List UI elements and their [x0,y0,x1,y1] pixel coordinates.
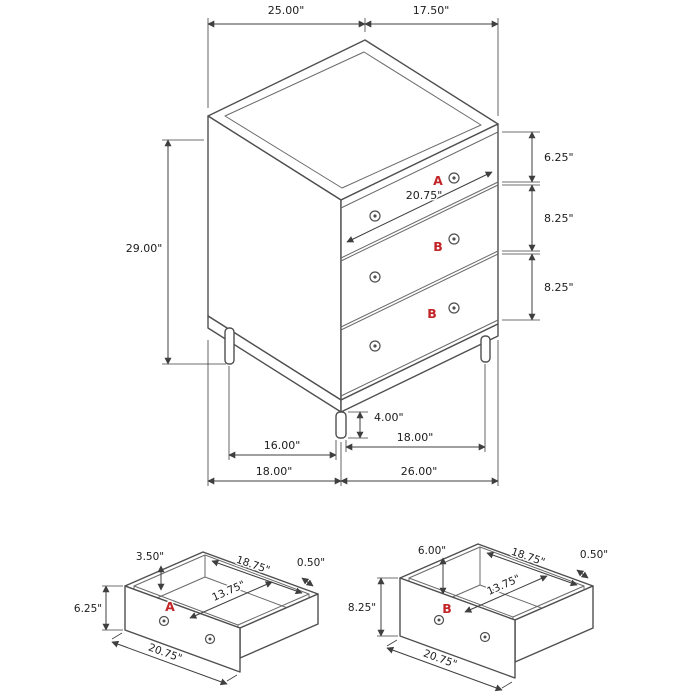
dim-a-side-height-text: 3.50" [136,551,164,563]
leg-front [335,411,347,439]
dim-drawer-a-height-text: 6.25" [544,151,574,164]
dim-b-side-height-text: 6.00" [418,545,446,557]
drawer-a-dimensions: 3.50" 18.75" 0.50" 6.25" 13.75" 20.75" [72,550,327,686]
chest-top-inner-outline [224,51,482,189]
drawer-a-detail-label: A [165,599,175,614]
dim-overall-depth-text: 18.00" [256,465,293,478]
base-rail-front [340,323,499,413]
drawer-a-label: A [433,173,443,188]
leg-right [480,335,491,363]
dim-drawer-width-text: 20.75" [406,189,443,202]
dim-height-text: 29.00" [126,242,163,255]
dim-b-front-height-text: 8.25" [348,602,376,614]
drawer-a-detail: A 3.50" 18.75" 0.50" 6.25" 13.75" 20.75" [72,550,327,686]
dim-overall-width-text: 26.00" [401,465,438,478]
dim-leg-spacing: 16.00" 18.00" [228,364,486,460]
dim-a-front-height-text: 6.25" [74,603,102,615]
drawer-b2-label: B [427,306,437,321]
dim-base-side-span-text: 16.00" [264,439,301,452]
dim-footprint: 18.00" 26.00" [207,340,499,486]
dim-leg-height: 4.00" [348,410,405,439]
dim-base-front-span-text: 18.00" [397,431,434,444]
drawer-b-detail: B 6.00" 18.75" 0.50" 8.25" 13.75" 20.75" [346,543,610,692]
dim-height: 29.00" [124,139,226,365]
chest-dimensions: 25.00" 17.50" 29.00" 6.25" 8.25" 8.25" [124,3,575,486]
drawer-b-detail-label: B [442,601,452,616]
dim-leg-height-text: 4.00" [374,411,404,424]
leg-left [224,327,235,365]
dim-top-left-text: 25.00" [268,4,305,17]
dim-top: 25.00" 17.50" [207,3,499,116]
dim-b-wall-thickness-text: 0.50" [580,549,608,561]
dim-drawer-b2-height-text: 8.25" [544,281,574,294]
dim-drawer-heights: 6.25" 8.25" 8.25" [502,131,575,321]
dim-a-wall-thickness-text: 0.50" [297,557,325,569]
dim-drawer-b1-height-text: 8.25" [544,212,574,225]
dim-drawer-width: 20.75" [346,171,493,243]
dim-top-right-text: 17.50" [413,4,450,17]
drawer-b1-label: B [433,239,443,254]
